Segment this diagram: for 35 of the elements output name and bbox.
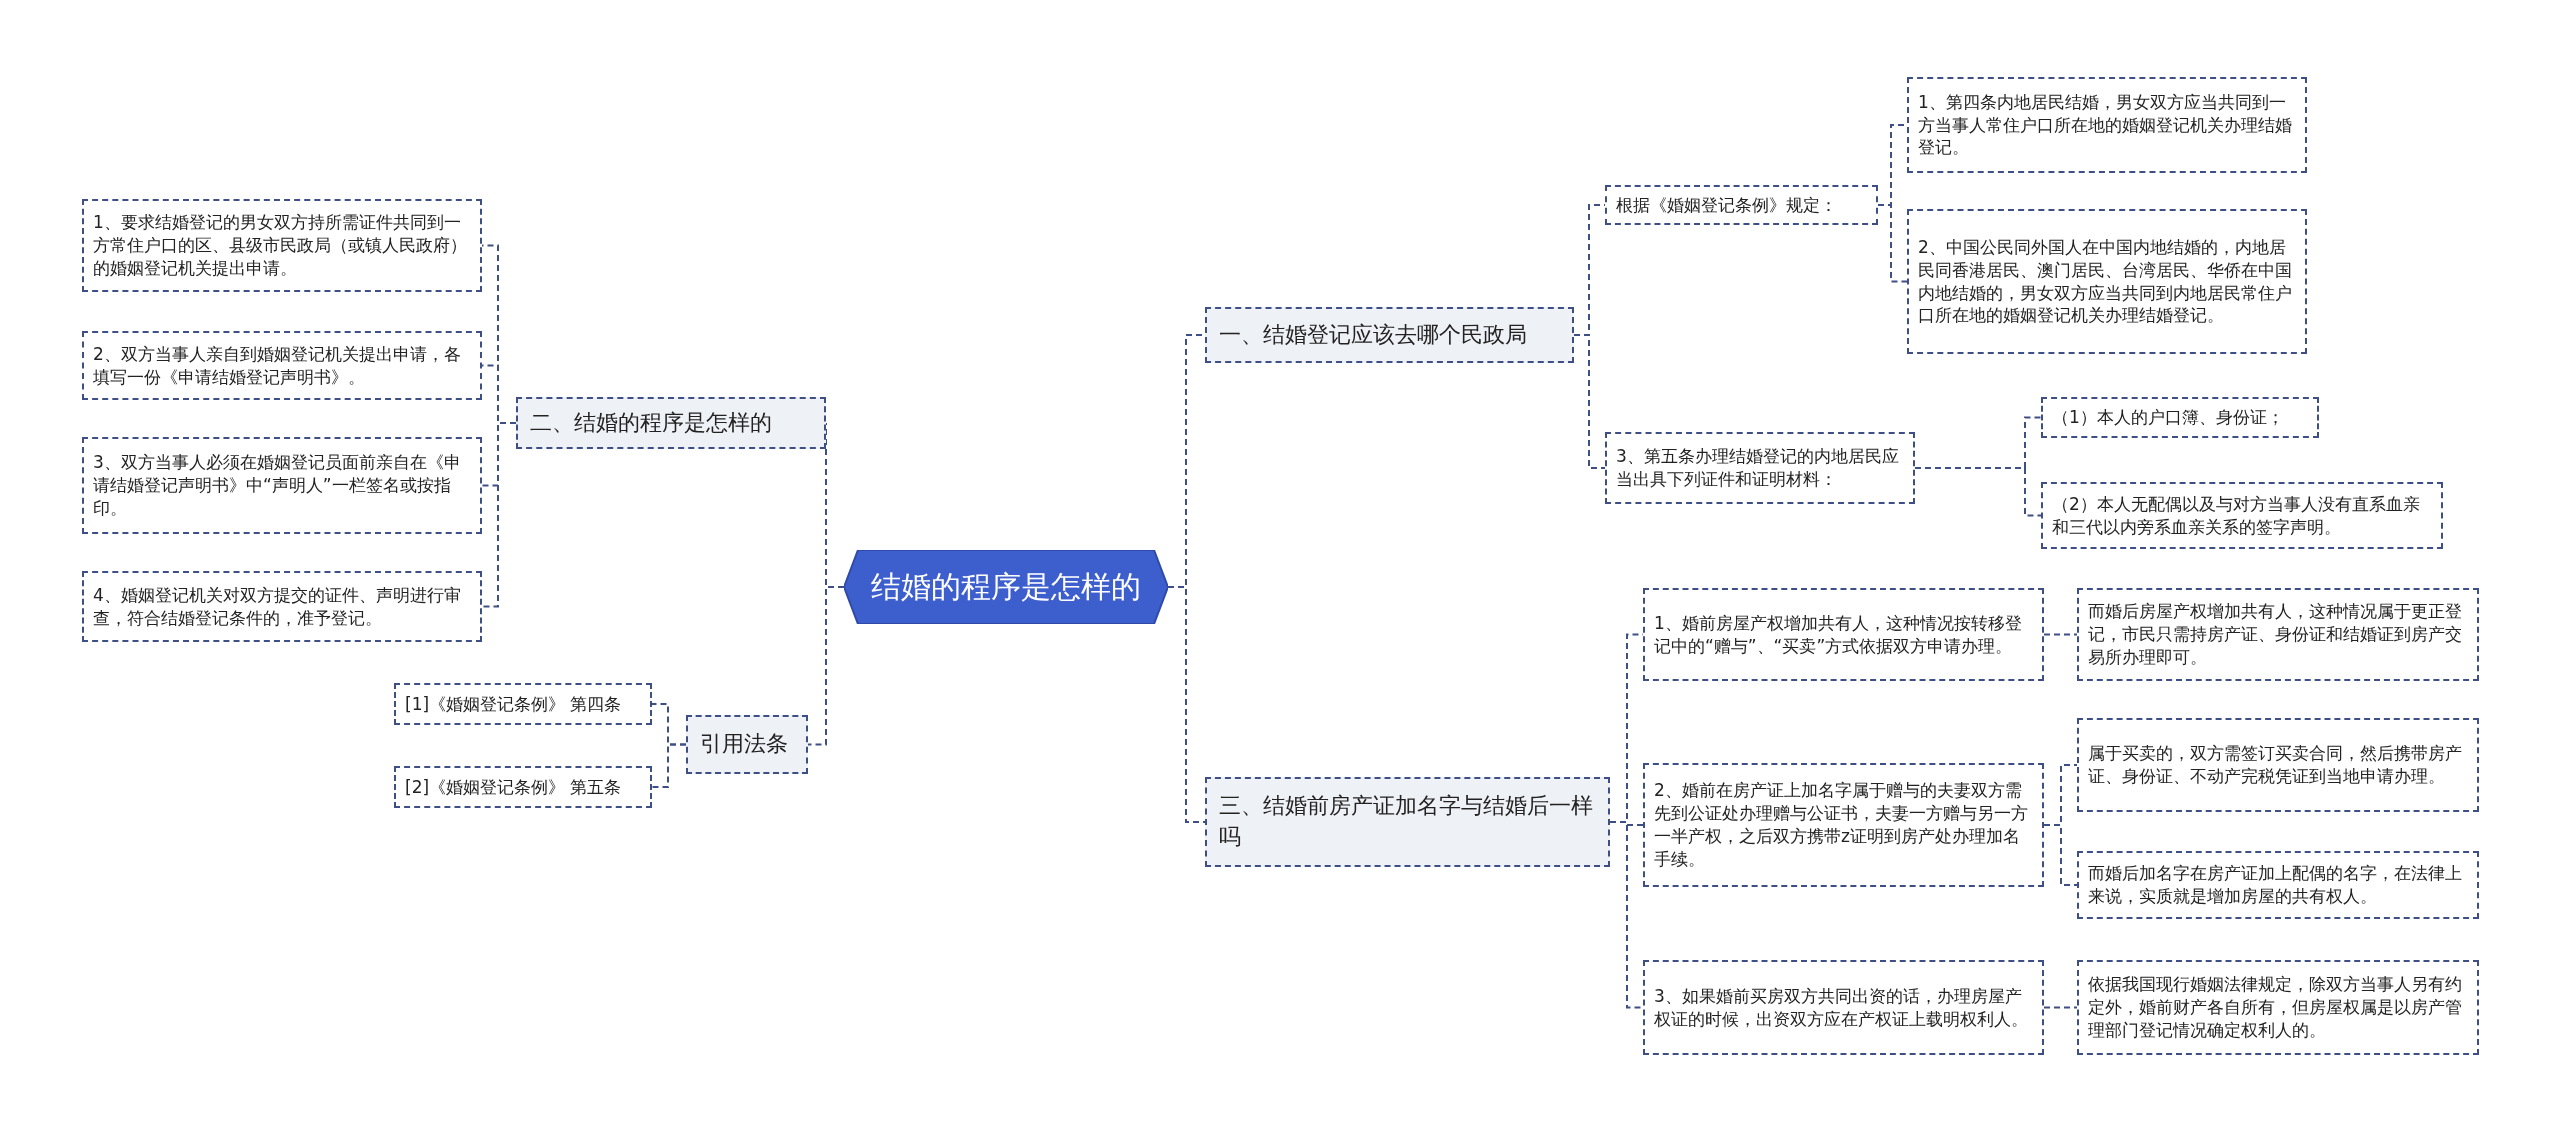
subtopic-box: 3、第五条办理结婚登记的内地居民应当出具下列证件和证明材料： — [1605, 432, 1915, 504]
subtopic-box: 根据《婚姻登记条例》规定： — [1605, 185, 1878, 225]
subtopic-box: 1、婚前房屋产权增加共有人，这种情况按转移登记中的“赠与”、“买卖”方式依据双方申请办理。 — [1643, 588, 2044, 681]
connector-line — [1877, 204, 1908, 283]
subtopic-box: 1、第四条内地居民结婚，男女双方应当共同到一方当事人常住户口所在地的婚姻登记机关办理结婚登记。 — [1907, 77, 2307, 173]
connector-line — [1914, 467, 2042, 517]
subtopic-box: 3、双方当事人必须在婚姻登记员面前亲自在《申请结婚登记声明书》中“声明人”一栏签名或按指印。 — [82, 437, 482, 534]
subtopic-box: 2、双方当事人亲自到婚姻登记机关提出申请，各填写一份《申请结婚登记声明书》。 — [82, 331, 482, 400]
subtopic-box: 4、婚姻登记机关对双方提交的证件、声明进行审查，符合结婚登记条件的，准予登记。 — [82, 571, 482, 642]
connector-line — [481, 422, 517, 608]
subtopic-box: （2）本人无配偶以及与对方当事人没有直系血亲和三代以内旁系血亲关系的签字声明。 — [2041, 482, 2443, 549]
connector-line — [651, 743, 687, 788]
connector-line — [807, 586, 845, 746]
connector-line — [2043, 633, 2078, 636]
subtopic-box: 2、婚前在房产证上加名字属于赠与的夫妻双方需先到公证处办理赠与公证书，夫妻一方赠与另一方一半产权，之后双方携带z证明到房产处办理加名手续。 — [1643, 763, 2044, 887]
connector-line — [1167, 586, 1206, 823]
connector-line — [1609, 821, 1644, 1009]
topic-box: 三、结婚前房产证加名字与结婚后一样吗 — [1205, 777, 1610, 867]
connector-line — [2043, 1006, 2078, 1009]
subtopic-box: 属于买卖的，双方需签订买卖合同，然后携带房产证、身份证、不动产完税凭证到当地申请办理。 — [2077, 718, 2479, 812]
topic-box: 引用法条 — [686, 715, 808, 774]
subtopic-box: （1）本人的户口簿、身份证； — [2041, 397, 2319, 438]
subtopic-box: [2]《婚姻登记条例》 第五条 — [394, 766, 652, 808]
subtopic-box: 而婚后加名字在房产证加上配偶的名字，在法律上来说，实质就是增加房屋的共有权人。 — [2077, 851, 2479, 919]
subtopic-box: 依据我国现行婚姻法律规定，除双方当事人另有约定外，婚前财产各自所有，但房屋权属是以房产管理部门登记情况确定权利人的。 — [2077, 960, 2479, 1055]
subtopic-box: 而婚后房屋产权增加共有人，这种情况属于更正登记，市民只需持房产证、身份证和结婚证到房产交易所办理即可。 — [2077, 588, 2479, 681]
subtopic-box: [1]《婚姻登记条例》 第四条 — [394, 683, 652, 725]
subtopic-box: 3、如果婚前买房双方共同出资的话，办理房屋产权证的时候，出资双方应在产权证上载明权利人。 — [1643, 960, 2044, 1055]
topic-box: 一、结婚登记应该去哪个民政局 — [1205, 307, 1574, 363]
connector-line — [1573, 334, 1606, 469]
subtopic-box: 2、中国公民同外国人在中国内地结婚的，内地居民同香港居民、澳门居民、台湾居民、华侨在中国内地结婚的，男女双方应当共同到内地居民常住户口所在地的婚姻登记机关办理结婚登记。 — [1907, 209, 2307, 354]
subtopic-box: 1、要求结婚登记的男女双方持所需证件共同到一方常住户口的区、县级市民政局（或镇人民政府）的婚姻登记机关提出申请。 — [82, 199, 482, 292]
topic-box: 二、结婚的程序是怎样的 — [516, 397, 826, 449]
connector-line — [2043, 824, 2078, 886]
central-topic: 结婚的程序是怎样的 — [844, 550, 1168, 624]
